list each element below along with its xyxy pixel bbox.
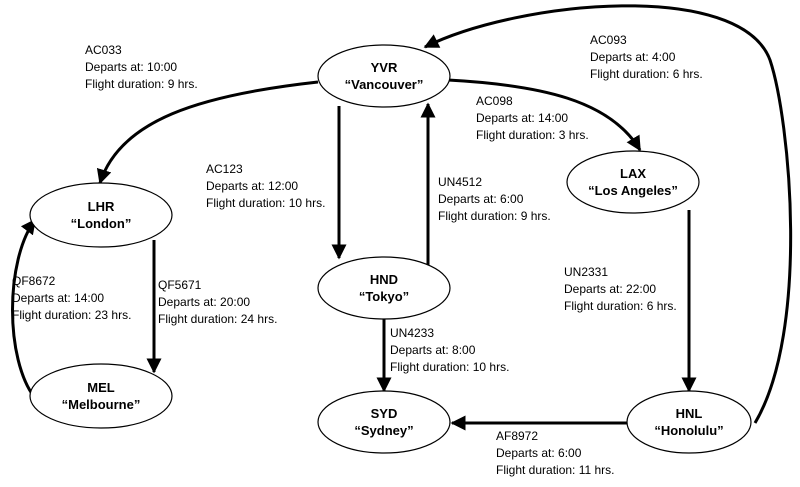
flight-duration: Flight duration: 3 hrs. — [476, 128, 589, 142]
flight-label-un4233: UN4233 Departs at: 8:00 Flight duration:… — [390, 325, 509, 376]
node-lax-code: LAX — [620, 166, 646, 181]
node-yvr-code: YVR — [370, 60, 398, 75]
flight-departs: Departs at: 14:00 — [12, 291, 105, 305]
flight-number: QF5671 — [158, 278, 202, 292]
flight-duration: Flight duration: 23 hrs. — [12, 308, 132, 322]
node-hnd-ellipse — [317, 256, 451, 320]
node-mel: MEL “Melbourne” — [30, 364, 172, 428]
node-yvr-city: “Vancouver” — [344, 77, 424, 92]
node-syd-ellipse — [317, 390, 451, 454]
flight-number: QF8672 — [12, 274, 56, 288]
flight-duration: Flight duration: 9 hrs. — [85, 77, 198, 91]
flight-duration: Flight duration: 24 hrs. — [158, 312, 278, 326]
route-yvr-lhr-arrow — [96, 80, 319, 185]
flight-label-un4512: UN4512 Departs at: 6:00 Flight duration:… — [438, 174, 551, 225]
flight-departs: Departs at: 10:00 — [85, 60, 178, 74]
node-lhr-ellipse — [29, 182, 173, 248]
node-hnl-city: “Honolulu” — [654, 423, 724, 438]
node-lhr-city: “London” — [70, 216, 132, 231]
flight-duration: Flight duration: 10 hrs. — [390, 360, 510, 374]
node-lax: LAX “Los Angeles” — [567, 151, 699, 213]
flight-number: AC033 — [85, 43, 122, 57]
flight-number: UN4512 — [438, 175, 483, 189]
flight-departs: Departs at: 14:00 — [476, 111, 569, 125]
flight-number: UN2331 — [564, 265, 609, 279]
node-hnl: HNL “Honolulu” — [627, 391, 751, 453]
node-hnd-code: HND — [369, 272, 399, 287]
flight-duration: Flight duration: 6 hrs. — [564, 299, 677, 313]
node-lax-city: “Los Angeles” — [588, 183, 678, 198]
flight-number: AF8972 — [496, 429, 539, 443]
node-lhr: LHR “London” — [30, 183, 172, 247]
flight-duration: Flight duration: 11 hrs. — [496, 463, 615, 477]
flight-label-qf5671: QF5671 Departs at: 20:00 Flight duration… — [158, 277, 277, 328]
node-hnd: HND “Tokyo” — [318, 257, 450, 319]
flight-departs: Departs at: 8:00 — [390, 343, 476, 357]
flight-departs: Departs at: 12:00 — [206, 179, 299, 193]
flight-label-un2331: UN2331 Departs at: 22:00 Flight duration… — [564, 264, 677, 315]
flight-duration: Flight duration: 6 hrs. — [590, 67, 703, 81]
node-yvr: YVR “Vancouver” — [318, 45, 450, 107]
node-hnd-city: “Tokyo” — [358, 289, 410, 304]
node-syd-city: “Sydney” — [354, 423, 414, 438]
node-hnl-ellipse — [626, 390, 752, 454]
node-syd: SYD “Sydney” — [318, 391, 450, 453]
node-mel-code: MEL — [87, 380, 115, 395]
flight-departs: Departs at: 22:00 — [564, 282, 657, 296]
flight-label-ac098: AC098 Departs at: 14:00 Flight duration:… — [476, 93, 589, 144]
flight-duration: Flight duration: 9 hrs. — [438, 209, 551, 223]
flight-departs: Departs at: 6:00 — [438, 192, 524, 206]
node-mel-city: “Melbourne” — [61, 397, 141, 412]
route-hnl-yvr-arrow — [423, 4, 793, 424]
flight-number: UN4233 — [390, 326, 435, 340]
node-hnl-code: HNL — [675, 406, 703, 421]
flight-departs: Departs at: 20:00 — [158, 295, 251, 309]
flight-number: AC093 — [590, 33, 627, 47]
flight-label-ac093: AC093 Departs at: 4:00 Flight duration: … — [590, 32, 703, 83]
flight-departs: Departs at: 4:00 — [590, 50, 676, 64]
node-mel-ellipse — [29, 363, 173, 429]
node-lhr-code: LHR — [87, 199, 115, 214]
flight-label-ac033: AC033 Departs at: 10:00 Flight duration:… — [85, 42, 198, 93]
flight-duration: Flight duration: 10 hrs. — [206, 196, 326, 210]
flight-departs: Departs at: 6:00 — [496, 446, 582, 460]
flight-number: AC098 — [476, 94, 513, 108]
flight-label-ac123: AC123 Departs at: 12:00 Flight duration:… — [206, 161, 325, 212]
flight-label-af8972: AF8972 Departs at: 6:00 Flight duration:… — [496, 428, 615, 479]
node-yvr-ellipse — [317, 44, 451, 108]
flight-number: AC123 — [206, 162, 243, 176]
node-syd-code: SYD — [370, 406, 398, 421]
flight-label-qf8672: QF8672 Departs at: 14:00 Flight duration… — [12, 273, 131, 324]
route-mel-lhr-arrow — [11, 218, 37, 399]
route-yvr-lax-arrow — [447, 78, 642, 152]
node-lax-ellipse — [566, 150, 700, 214]
